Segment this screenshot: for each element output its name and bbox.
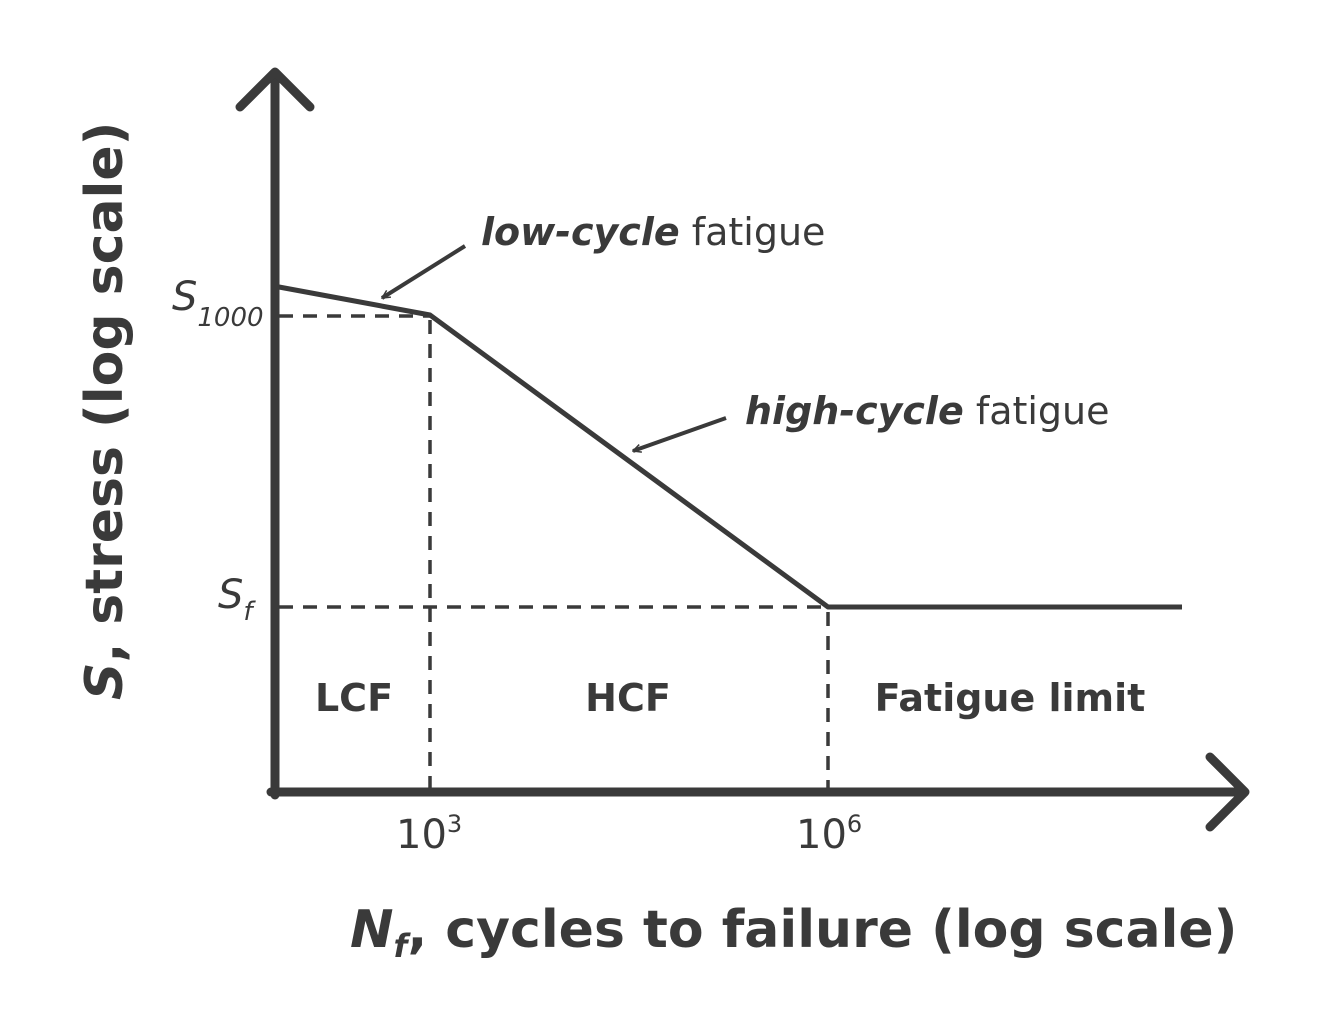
x-axis-title: Nf, cycles to failure (log scale) <box>350 900 1237 965</box>
sn-curve <box>278 284 1182 610</box>
x-axis-arrowhead <box>1205 752 1250 832</box>
high-cycle-label: high-cycle fatigue <box>745 389 1110 433</box>
y-axis-arrowhead <box>235 67 315 112</box>
y-tick-sf: Sf <box>218 572 256 627</box>
x-tick-1e6: 106 <box>796 810 862 858</box>
y-axis-title: S, stress (log scale) <box>75 122 135 700</box>
region-lcf: LCF <box>315 676 393 720</box>
low-cycle-arrow <box>382 244 467 300</box>
region-fatigue-limit: Fatigue limit <box>875 676 1146 720</box>
region-hcf: HCF <box>585 676 671 720</box>
y-tick-s1000: S1000 <box>172 274 264 333</box>
high-cycle-arrow <box>633 416 727 453</box>
low-cycle-label: low-cycle fatigue <box>481 210 825 254</box>
x-tick-1e3: 103 <box>396 810 462 858</box>
